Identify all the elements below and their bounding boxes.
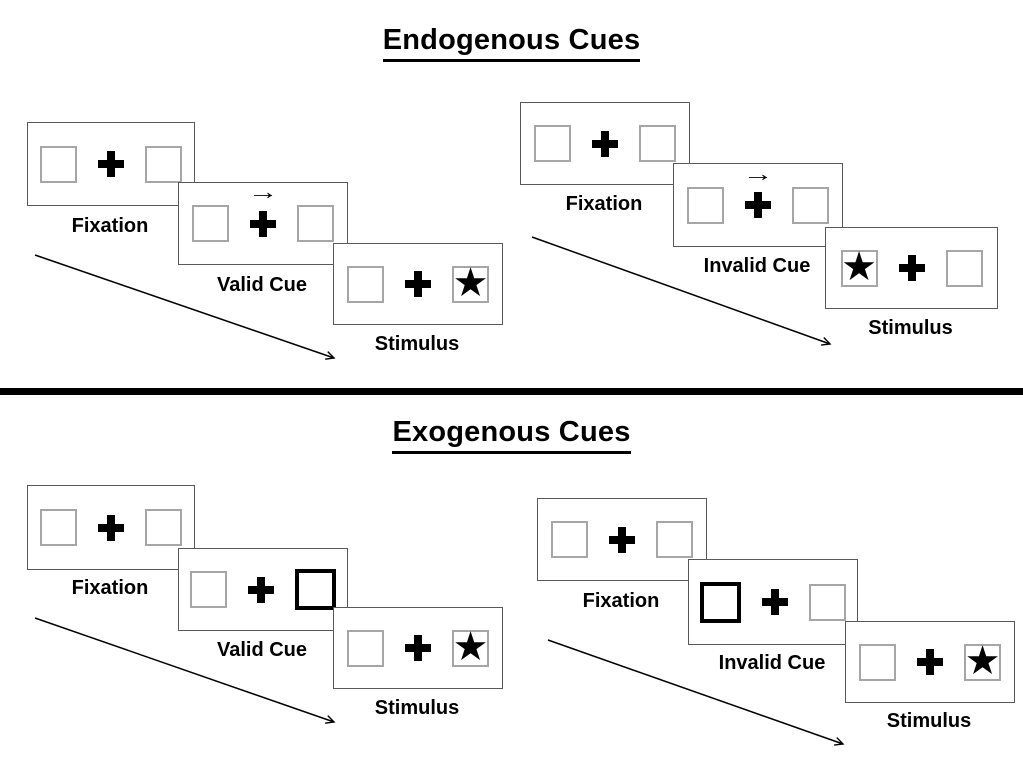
fixation-cross-icon: [400, 266, 436, 303]
panel-cue: →: [178, 181, 348, 265]
target-square-right: ★: [452, 625, 489, 669]
placeholder-square-left: [534, 125, 571, 162]
placeholder-square-right: [297, 205, 334, 242]
placeholder-square-left: [347, 265, 384, 303]
section-title-endogenous: Endogenous Cues: [0, 24, 1023, 62]
target-star-icon: ★: [452, 625, 489, 669]
panel-label: Fixation: [565, 193, 643, 215]
fixation-cross-icon: [757, 584, 793, 621]
fixation-cross-icon: [604, 521, 640, 558]
panel-cue: [688, 559, 858, 645]
panel-fixation: [520, 102, 690, 185]
placeholder-square-left: [40, 145, 77, 183]
panel-label: Invalid Cue: [718, 652, 826, 674]
exogenous-cue-square-left: [700, 581, 741, 623]
placeholder-square-right: [809, 583, 846, 621]
fixation-cross-icon: →: [740, 162, 776, 224]
target-square-right: ★: [964, 639, 1001, 683]
panel-label: Valid Cue: [216, 639, 308, 661]
panel-stimulus: ★: [825, 227, 998, 309]
exogenous-cue-square-right: [295, 569, 336, 610]
placeholder-square-left: [192, 205, 229, 242]
target-star-icon: ★: [841, 245, 877, 289]
timeline-arrow-exogenous-valid: [34, 617, 336, 724]
placeholder-square-right: [945, 249, 983, 287]
panel-label: Stimulus: [374, 697, 460, 719]
fixation-cross-icon: [93, 509, 129, 546]
fixation-cross-icon: →: [245, 181, 281, 242]
panel-label: Fixation: [582, 590, 660, 612]
placeholder-square-right: [639, 125, 676, 162]
panel-label: Stimulus: [868, 317, 953, 339]
timeline-arrow-endogenous-valid: [34, 254, 336, 360]
fixation-cross-icon: [93, 146, 129, 183]
panel-cue: [178, 548, 348, 631]
panel-label: Invalid Cue: [703, 255, 811, 277]
fixation-cross-icon: [587, 125, 623, 162]
target-square-right: ★: [452, 261, 489, 305]
placeholder-square-left: [347, 629, 384, 667]
panel-cue: →: [673, 162, 843, 247]
fixation-cross-icon: [243, 571, 279, 608]
placeholder-square-left: [551, 521, 588, 558]
panel-stimulus: ★: [333, 243, 503, 325]
placeholder-square-right: [792, 186, 829, 224]
section-title-text: Endogenous Cues: [382, 24, 641, 62]
target-star-icon: ★: [964, 639, 1001, 683]
placeholder-square-left: [687, 186, 724, 224]
cue-arrow-icon: →: [247, 179, 279, 204]
section-title-exogenous: Exogenous Cues: [0, 416, 1023, 454]
placeholder-square-left: [859, 643, 896, 681]
fixation-cross-icon: [912, 644, 948, 681]
placeholder-square-left: [40, 509, 77, 546]
panel-label: Stimulus: [886, 710, 972, 732]
panel-fixation: [27, 485, 195, 570]
timeline-arrow-endogenous-invalid: [531, 236, 832, 346]
placeholder-square-left: [190, 571, 227, 608]
panel-label: Fixation: [71, 577, 149, 599]
fixation-cross-icon: [400, 630, 436, 667]
panel-fixation: [27, 122, 195, 206]
cue-arrow-icon: →: [742, 160, 774, 186]
panel-fixation: [537, 498, 707, 581]
target-star-icon: ★: [452, 261, 489, 305]
panel-stimulus: ★: [845, 621, 1015, 703]
panel-label: Fixation: [71, 215, 149, 237]
placeholder-square-right: [145, 145, 182, 183]
section-title-text: Exogenous Cues: [392, 416, 631, 454]
placeholder-square-right: [656, 521, 693, 558]
fixation-cross-icon: [894, 250, 930, 287]
section-divider: [0, 388, 1023, 395]
placeholder-square-right: [145, 509, 182, 546]
panel-label: Stimulus: [374, 333, 460, 355]
panel-label: Valid Cue: [216, 274, 308, 296]
target-square-left: ★: [840, 245, 878, 289]
panel-stimulus: ★: [333, 607, 503, 689]
